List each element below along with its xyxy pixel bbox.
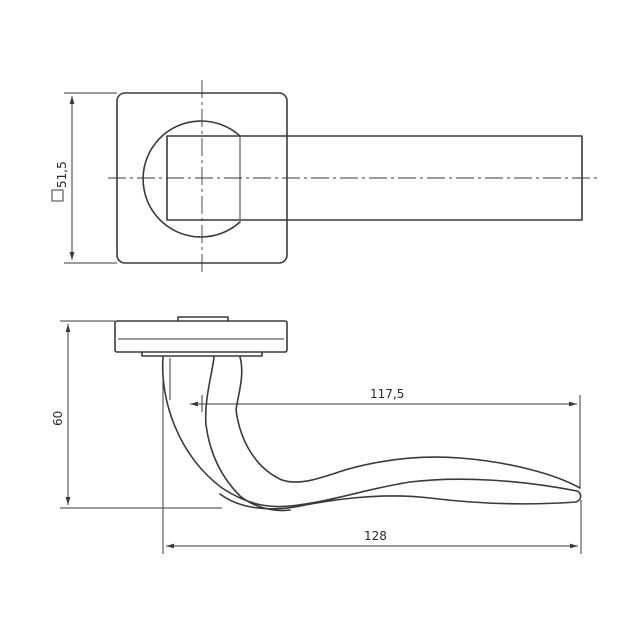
square-symbol-icon — [51, 189, 64, 202]
rose-plate — [114, 320, 288, 353]
top-view: 51,5 — [51, 80, 600, 272]
lever-bar — [166, 135, 583, 221]
lever-profile — [161, 356, 582, 510]
total-length-label: 128 — [364, 529, 387, 543]
lever-neck-front — [204, 356, 291, 512]
side-view: 60 117,5 128 — [51, 316, 582, 554]
lever-profile-inner — [235, 356, 581, 489]
height-label: 60 — [51, 411, 65, 426]
round-neck — [142, 120, 241, 238]
rose-size-label: 51,5 — [55, 161, 69, 188]
lever-length-label: 117,5 — [370, 387, 404, 401]
spindle-nub — [177, 316, 229, 322]
